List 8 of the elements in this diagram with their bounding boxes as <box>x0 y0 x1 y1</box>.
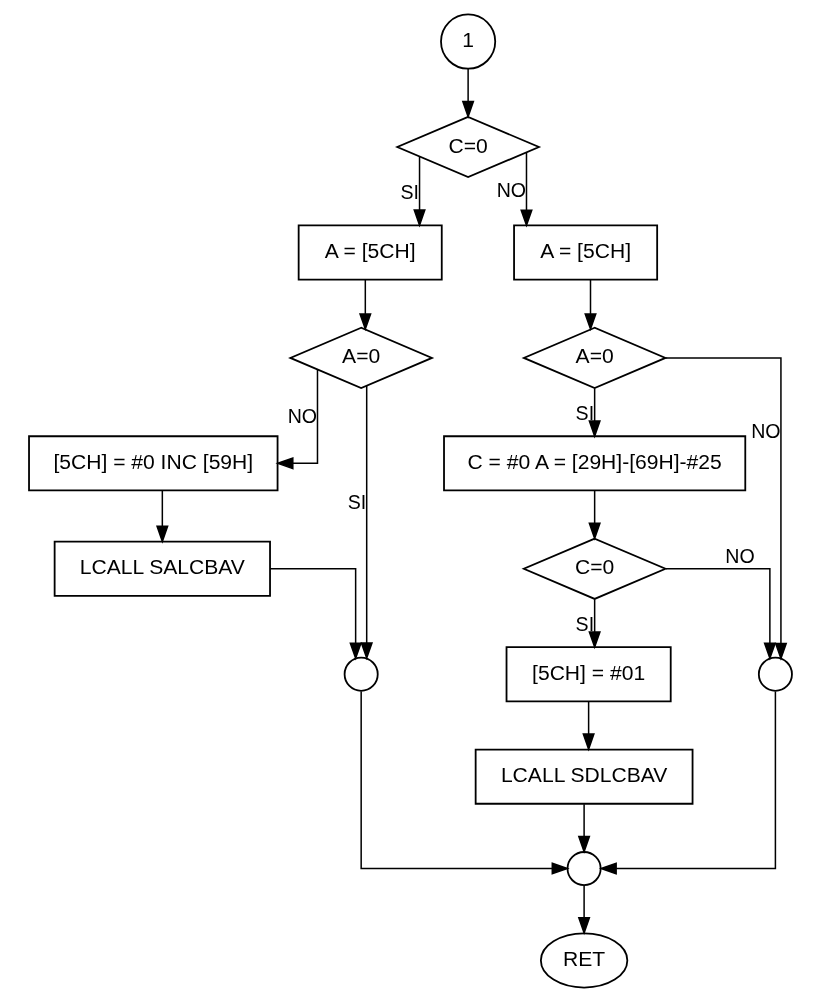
edge-label: NO <box>751 419 781 442</box>
edge-label: SI <box>575 402 595 425</box>
edge-label: NO <box>496 179 527 202</box>
edge-label: NO <box>725 545 755 568</box>
edge-label: NO <box>287 405 318 428</box>
edge-label: SI <box>400 181 419 204</box>
edge-label: SI <box>575 613 595 636</box>
edge-label: SI <box>347 491 367 514</box>
